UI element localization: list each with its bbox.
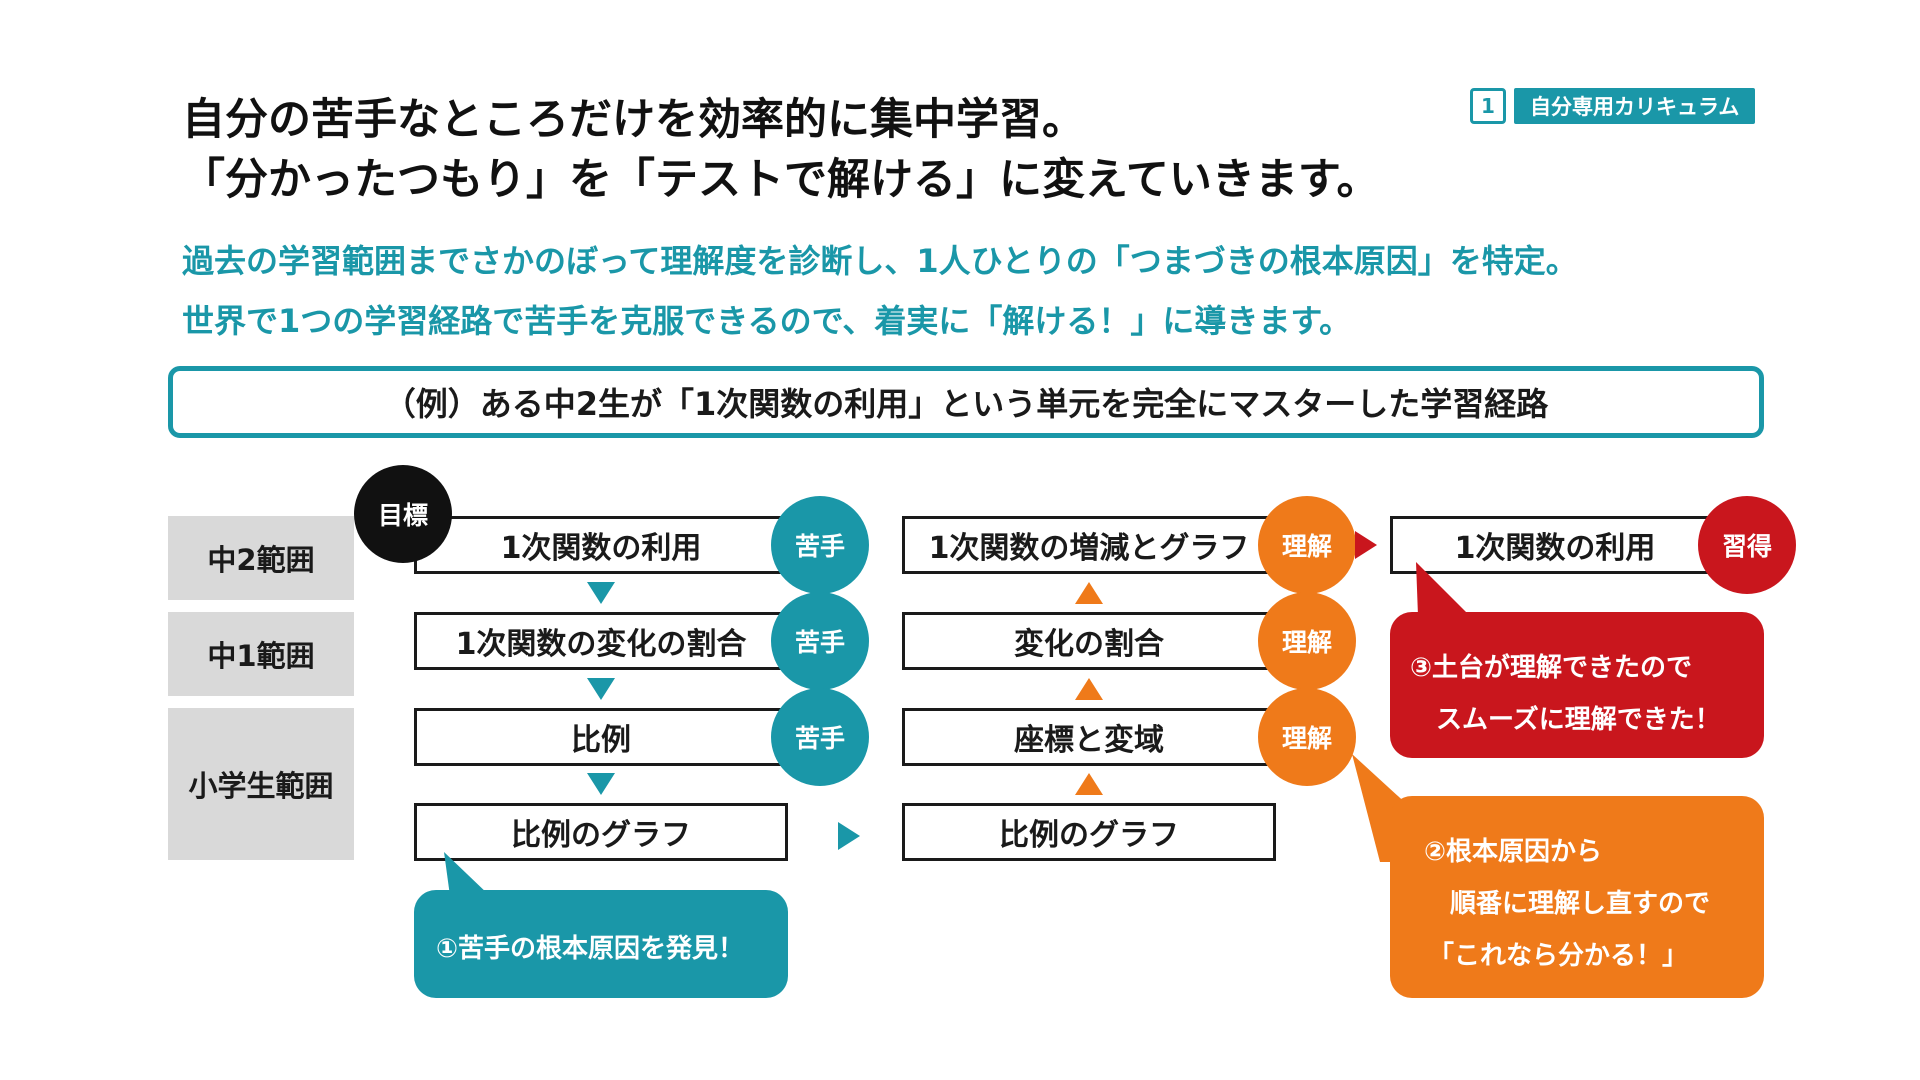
callout-1-pointer xyxy=(444,852,490,896)
status-weak-1: 苦手 xyxy=(771,496,869,594)
left-node-3: 比例 xyxy=(414,708,788,766)
arrow-right-teal xyxy=(838,822,860,850)
title-line-2: 「分かったつもり」を「テストで解ける」に変えていきます。 xyxy=(182,155,1380,205)
left-node-3-label: 比例 xyxy=(571,723,631,758)
arrow-down-1 xyxy=(587,582,615,604)
badge-number: 1 xyxy=(1470,88,1506,124)
right-node: 1次関数の利用 xyxy=(1390,516,1720,574)
left-node-2-label: 1次関数の変化の割合 xyxy=(455,627,747,662)
arrow-right-red xyxy=(1355,531,1377,559)
range-label-grade8: 中2範囲 xyxy=(168,516,354,600)
middle-node-4-label: 比例のグラフ xyxy=(999,818,1179,853)
middle-node-2: 変化の割合 xyxy=(902,612,1276,670)
section-badge: 1 自分専用カリキュラム xyxy=(1470,88,1756,124)
callout-1-line-1: ①苦手の根本原因を発見！ xyxy=(436,934,745,964)
middle-node-4: 比例のグラフ xyxy=(902,803,1276,861)
left-node-4-label: 比例のグラフ xyxy=(511,818,691,853)
arrow-up-2 xyxy=(1075,678,1103,700)
left-node-2: 1次関数の変化の割合 xyxy=(414,612,788,670)
callout-1: ①苦手の根本原因を発見！ xyxy=(414,890,788,998)
status-understood-1: 理解 xyxy=(1258,496,1356,594)
subtitle-line-1: 過去の学習範囲までさかのぼって理解度を診断し、1人ひとりの「つまづきの根本原因」… xyxy=(182,242,1578,280)
status-weak-3: 苦手 xyxy=(771,688,869,786)
status-mastered: 習得 xyxy=(1698,496,1796,594)
callout-3-pointer xyxy=(1416,562,1470,616)
callout-3: ③土台が理解できたので スムーズに理解できた！ xyxy=(1390,612,1764,758)
middle-node-2-label: 変化の割合 xyxy=(1014,627,1164,662)
callout-3-line-1: ③土台が理解できたので xyxy=(1410,653,1693,683)
callout-3-line-2: スムーズに理解できた！ xyxy=(1436,705,1721,735)
title-line-1: 自分の苦手なところだけを効率的に集中学習。 xyxy=(182,95,1085,145)
left-node-1: 1次関数の利用 xyxy=(414,516,788,574)
arrow-down-3 xyxy=(587,773,615,795)
status-understood-3: 理解 xyxy=(1258,688,1356,786)
callout-2-line-3: 「これなら分かる！」 xyxy=(1428,941,1689,971)
badge-label: 自分専用カリキュラム xyxy=(1514,88,1756,124)
arrow-up-3 xyxy=(1075,773,1103,795)
arrow-up-1 xyxy=(1075,582,1103,604)
range-label-grade7: 中1範囲 xyxy=(168,612,354,696)
middle-node-1-label: 1次関数の増減とグラフ xyxy=(928,531,1250,566)
range-label-elementary: 小学生範囲 xyxy=(168,708,354,860)
callout-2-line-2: 順番に理解し直すので xyxy=(1450,889,1711,919)
status-understood-2: 理解 xyxy=(1258,592,1356,690)
callout-2-line-1: ②根本原因から xyxy=(1424,837,1603,867)
subtitle-line-2: 世界で1つの学習経路で苦手を克服できるので、着実に「解ける！」に導きます。 xyxy=(182,302,1352,340)
left-node-4: 比例のグラフ xyxy=(414,803,788,861)
middle-node-3-label: 座標と変域 xyxy=(1014,723,1164,758)
arrow-down-2 xyxy=(587,678,615,700)
middle-node-3: 座標と変域 xyxy=(902,708,1276,766)
example-title-box: （例）ある中2生が「1次関数の利用」という単元を完全にマスターした学習経路 xyxy=(168,366,1764,438)
middle-node-1: 1次関数の増減とグラフ xyxy=(902,516,1276,574)
example-title: （例）ある中2生が「1次関数の利用」という単元を完全にマスターした学習経路 xyxy=(383,385,1549,423)
left-node-1-label: 1次関数の利用 xyxy=(500,531,702,566)
right-node-label: 1次関数の利用 xyxy=(1454,531,1656,566)
goal-marker: 目標 xyxy=(354,465,452,563)
callout-2: ②根本原因から 順番に理解し直すので 「これなら分かる！」 xyxy=(1390,796,1764,998)
status-weak-2: 苦手 xyxy=(771,592,869,690)
